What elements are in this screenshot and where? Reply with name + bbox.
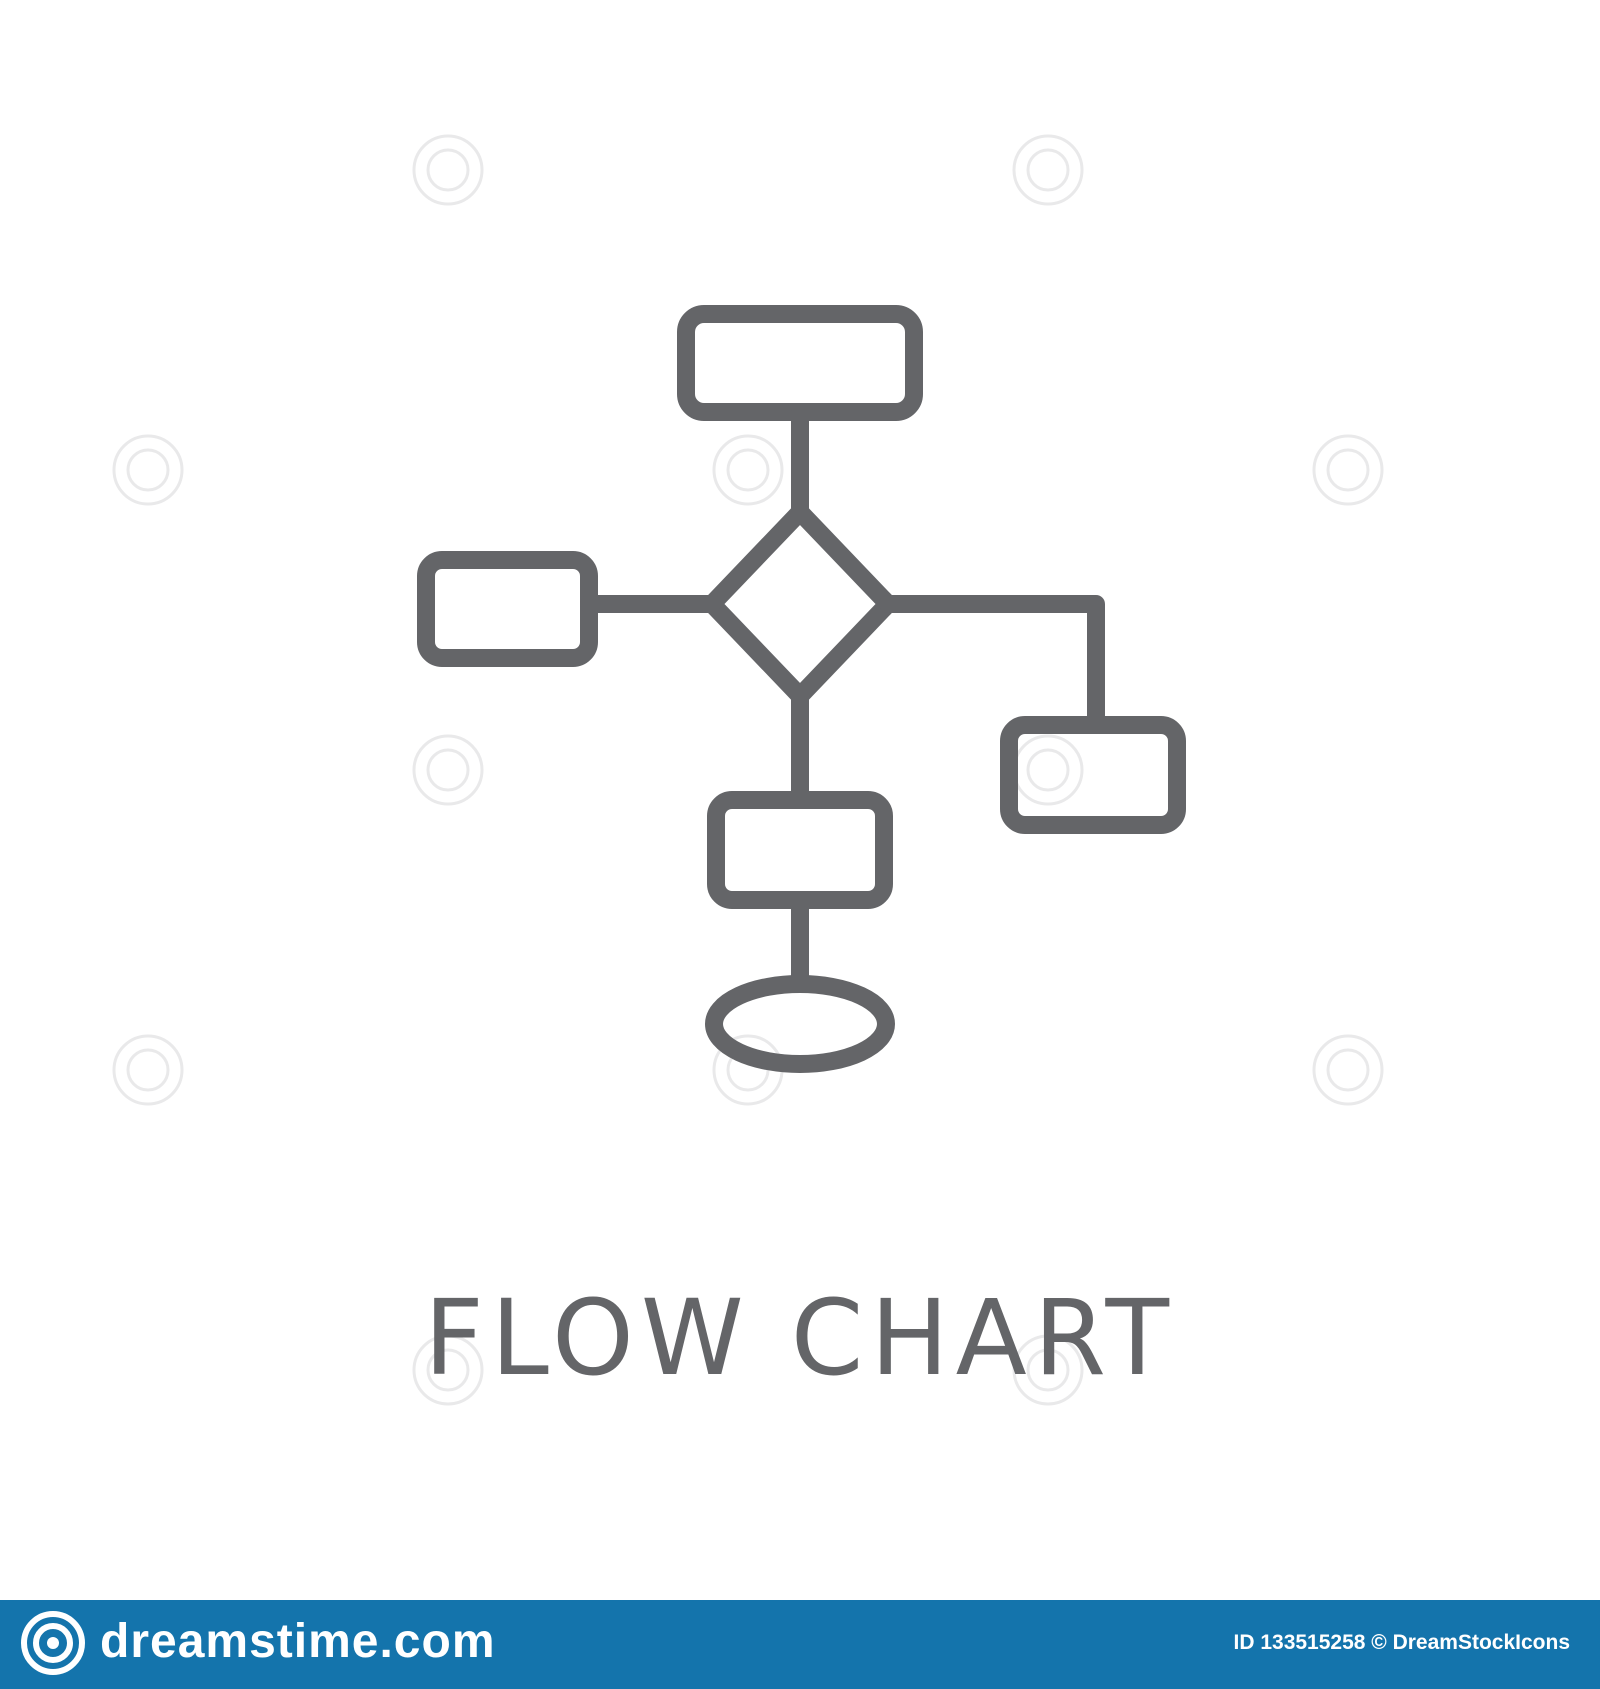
footer-bar: dreamstime.com ID 133515258 © DreamStock… xyxy=(0,1600,1600,1689)
watermark-layer xyxy=(112,134,1384,1406)
left-process-box xyxy=(417,551,598,667)
watermark-spiral-icon xyxy=(412,134,484,206)
watermark-spiral-icon xyxy=(112,434,184,506)
watermark-spiral-icon xyxy=(412,734,484,806)
right-connector xyxy=(879,595,1105,734)
dreamstime-logo-icon xyxy=(21,1611,85,1675)
footer-image-credit: ID 133515258 © DreamStockIcons xyxy=(1233,1631,1571,1654)
watermark-spiral-icon xyxy=(1012,1334,1084,1406)
flow-chart-icon xyxy=(112,134,1384,1406)
watermark-spiral-icon xyxy=(1312,1034,1384,1106)
right-process-box xyxy=(1000,716,1186,834)
watermark-spiral-icon xyxy=(412,1334,484,1406)
terminator-ellipse xyxy=(705,975,895,1073)
watermark-spiral-icon xyxy=(112,1034,184,1106)
watermark-spiral-icon xyxy=(1012,734,1084,806)
bottom-process-box xyxy=(707,791,893,909)
top-process-box xyxy=(677,305,923,421)
footer-site-name[interactable]: dreamstime.com xyxy=(100,1615,496,1668)
watermark-spiral-icon xyxy=(1012,134,1084,206)
icon-caption: FLOW CHART xyxy=(424,1277,1176,1399)
decision-diamond xyxy=(703,503,897,705)
watermark-spiral-icon xyxy=(712,434,784,506)
watermark-spiral-icon xyxy=(1312,434,1384,506)
